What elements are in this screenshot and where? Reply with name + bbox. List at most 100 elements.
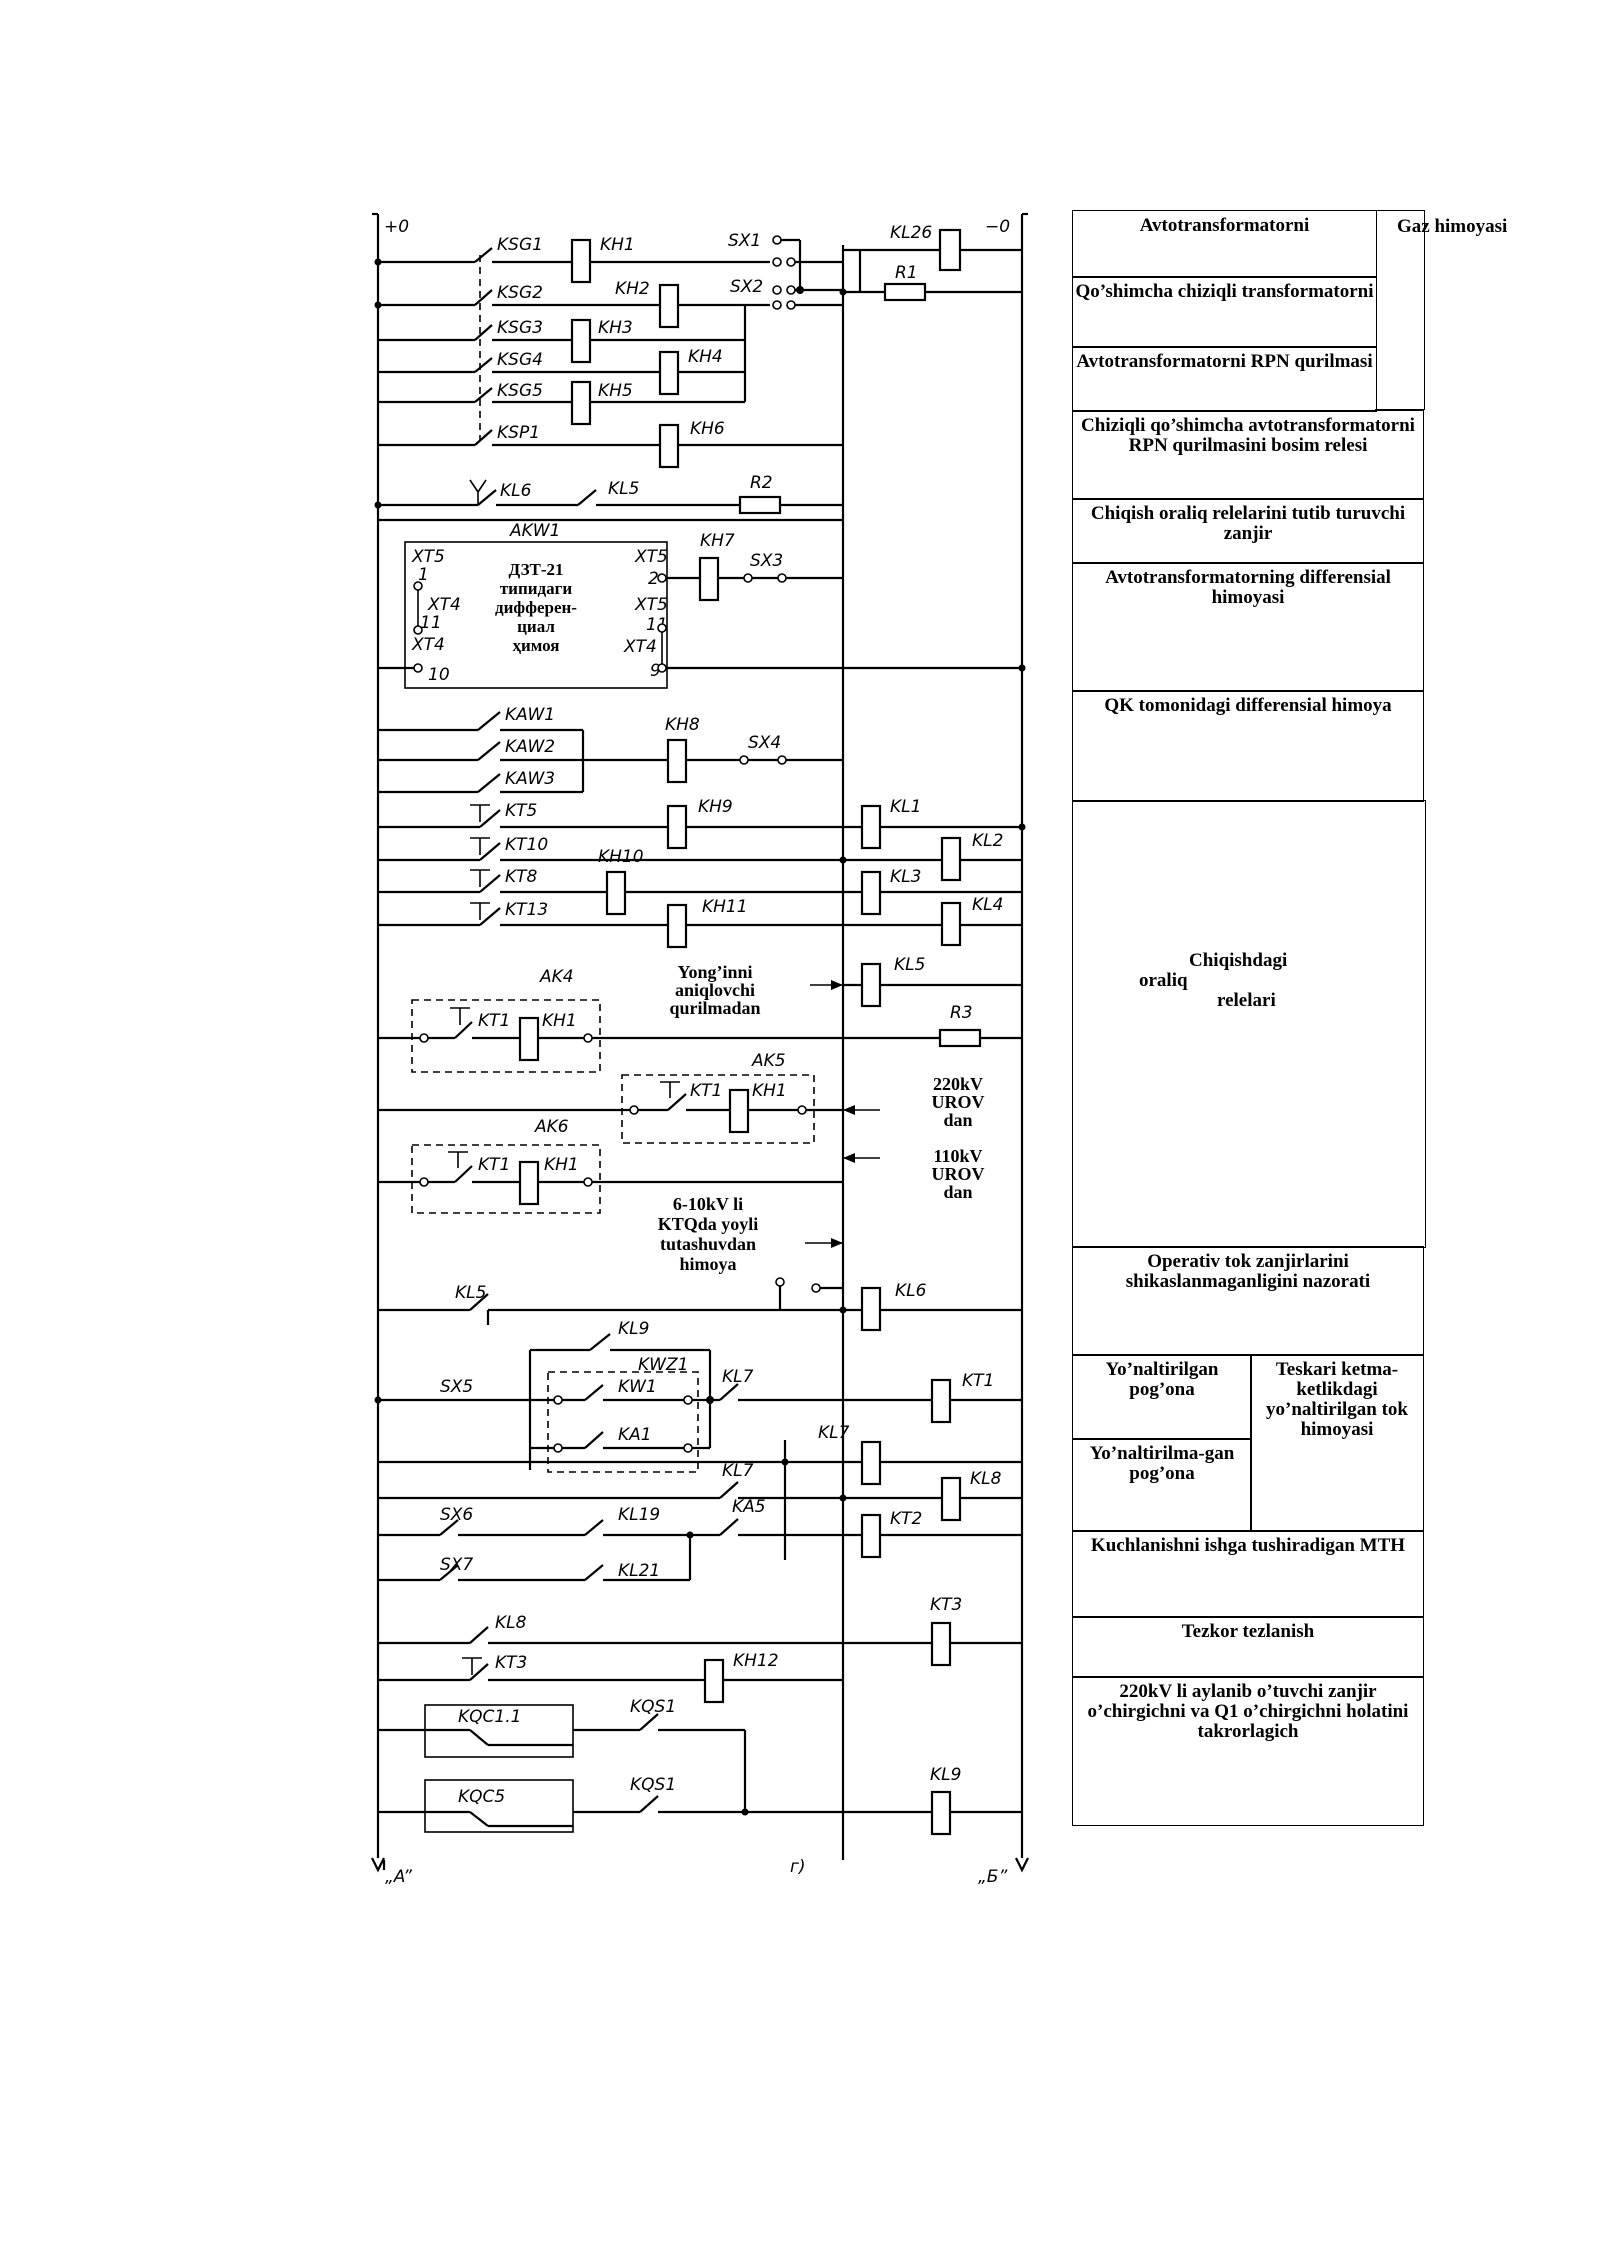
resistor-r3 — [938, 1028, 982, 1048]
label-ksg3: KSG3 — [497, 318, 543, 338]
label-sx1: SX1 — [728, 231, 761, 251]
label-r2: R2 — [750, 473, 773, 493]
label-xt4-right: XT4 — [623, 637, 657, 657]
label-ka5: KA5 — [732, 1497, 766, 1517]
coil-kl4 — [940, 901, 962, 947]
note-urov220-1: 220kV — [933, 1074, 983, 1094]
label-kh12: KH12 — [733, 1651, 779, 1671]
coil-kh2 — [658, 283, 680, 329]
label-ksg4: KSG4 — [497, 350, 543, 370]
label-kh4: KH4 — [688, 347, 723, 367]
label-kh1: KH1 — [600, 235, 635, 255]
note-fire-1: Yong’inni — [677, 962, 752, 982]
label-xt5-right-b: XT5 — [634, 595, 668, 615]
legend-directional-stage: Yo’naltirilgan pog’ona — [1072, 1354, 1252, 1440]
label-sx3: SX3 — [750, 551, 783, 571]
label-kl6-coil: KL6 — [895, 1281, 927, 1301]
legend-negative-sequence: Teskari ketma-ketlikdagi yo’naltirilgan … — [1250, 1354, 1424, 1532]
note-urov220-2: UROV — [932, 1092, 985, 1112]
rail-minus-label: −0 — [985, 217, 1010, 237]
label-pin-10: 10 — [428, 665, 450, 685]
legend-breaker-repeater: 220kV li aylanib o’tuvchi zanjir o’chirg… — [1072, 1676, 1424, 1826]
label-ksg5: KSG5 — [497, 381, 543, 401]
coil-kh5 — [570, 380, 592, 426]
label-kh2: KH2 — [615, 279, 650, 299]
resistor-r2 — [738, 495, 782, 515]
coil-ak6-kh1 — [518, 1160, 540, 1206]
bottom-a-label: „A” — [385, 1867, 412, 1887]
label-kt8: KT8 — [505, 867, 538, 887]
dzt-line-2: типидаги — [500, 579, 573, 598]
note-urov110-2: UROV — [932, 1164, 985, 1184]
coil-kl8 — [940, 1476, 962, 1522]
coil-kl3 — [860, 870, 882, 916]
legend-gas-protection: Gaz himoyasi — [1397, 216, 1508, 237]
label-kl8-contact: KL8 — [495, 1613, 527, 1633]
label-kt3-contact: KT3 — [495, 1653, 527, 1673]
coil-kt1 — [930, 1378, 952, 1424]
label-kwz1: KWZ1 — [638, 1355, 688, 1375]
label-sx6: SX6 — [440, 1505, 473, 1525]
bottom-b-label: „Б” — [978, 1867, 1007, 1887]
legend-circuit-monitoring: Operativ tok zanjirlarini shikaslanmagan… — [1072, 1246, 1424, 1356]
label-kqs1-b: KQS1 — [630, 1775, 676, 1795]
label-sx7: SX7 — [440, 1555, 473, 1575]
label-sx5: SX5 — [440, 1377, 473, 1397]
label-kh7: KH7 — [700, 531, 735, 551]
coil-kh6 — [658, 423, 680, 469]
label-kh3: KH3 — [598, 318, 633, 338]
label-kl9-coil: KL9 — [930, 1765, 961, 1785]
kwz1-block — [547, 1371, 699, 1473]
label-akw1: AKW1 — [509, 521, 560, 541]
label-kl7-contact: KL7 — [722, 1461, 754, 1481]
label-kl5-coil: KL5 — [894, 955, 925, 975]
label-ak5-kh1: KH1 — [752, 1081, 787, 1101]
legend-output-relays-1: Chiqishdagi — [1189, 950, 1288, 971]
coil-kl9 — [930, 1790, 952, 1836]
legend-fast-acceleration: Tezkor tezlanish — [1072, 1616, 1424, 1678]
legend-qk-differential: QK tomonidagi differensial himoya — [1072, 690, 1424, 802]
coil-kh7 — [698, 556, 720, 602]
label-kaw3: KAW3 — [505, 769, 555, 789]
rail-plus-label: +0 — [384, 217, 409, 237]
label-ak6-kt1: KT1 — [478, 1155, 510, 1175]
coil-kl6 — [860, 1286, 882, 1332]
label-ak4-kt1: KT1 — [478, 1011, 510, 1031]
label-kl7-a: KL7 — [722, 1367, 754, 1387]
label-pin-1: 1 — [418, 565, 429, 585]
label-ksg2: KSG2 — [497, 283, 543, 303]
label-kl1: KL1 — [890, 797, 921, 817]
coil-kh8 — [666, 738, 688, 784]
coil-kt2 — [860, 1513, 882, 1559]
label-pin-2: 2 — [648, 569, 659, 589]
legend-pressure-relay: Chiziqli qo’shimcha avtotransformatorni … — [1072, 410, 1424, 500]
legend-rpn-device: Avtotransformatorni RPN qurilmasi — [1072, 346, 1377, 412]
label-ak6: AK6 — [534, 1117, 569, 1137]
label-kt5: KT5 — [505, 801, 537, 821]
label-kt13: KT13 — [505, 900, 548, 920]
coil-kl1 — [860, 804, 882, 850]
coil-kh4 — [658, 350, 680, 396]
label-kl8-coil: KL8 — [970, 1469, 1002, 1489]
legend-differential-protection: Avtotransformatorning differensial himoy… — [1072, 562, 1424, 692]
label-kh8: KH8 — [665, 715, 700, 735]
note-urov110-1: 110kV — [933, 1146, 982, 1166]
label-ak5: AK5 — [751, 1051, 786, 1071]
label-kl3: KL3 — [890, 867, 921, 887]
label-pin-9: 9 — [650, 661, 661, 681]
note-ktq-4: himoya — [679, 1254, 736, 1274]
note-ktq-2: KTQda yoyli — [658, 1214, 759, 1234]
coil-ak5-kh1 — [728, 1088, 750, 1134]
label-kt2-coil: KT2 — [890, 1509, 922, 1529]
coil-kl7 — [860, 1440, 882, 1486]
label-kl21: KL21 — [618, 1561, 660, 1581]
label-r1: R1 — [895, 263, 918, 283]
arrow-a — [371, 1857, 385, 1873]
dzt-line-1: ДЗТ-21 — [508, 560, 563, 579]
label-kqs1-a: KQS1 — [630, 1697, 676, 1717]
label-kh6: KH6 — [690, 419, 725, 439]
label-kw1: KW1 — [618, 1377, 657, 1397]
coil-kh3 — [570, 318, 592, 364]
label-kl6: KL6 — [500, 481, 532, 501]
